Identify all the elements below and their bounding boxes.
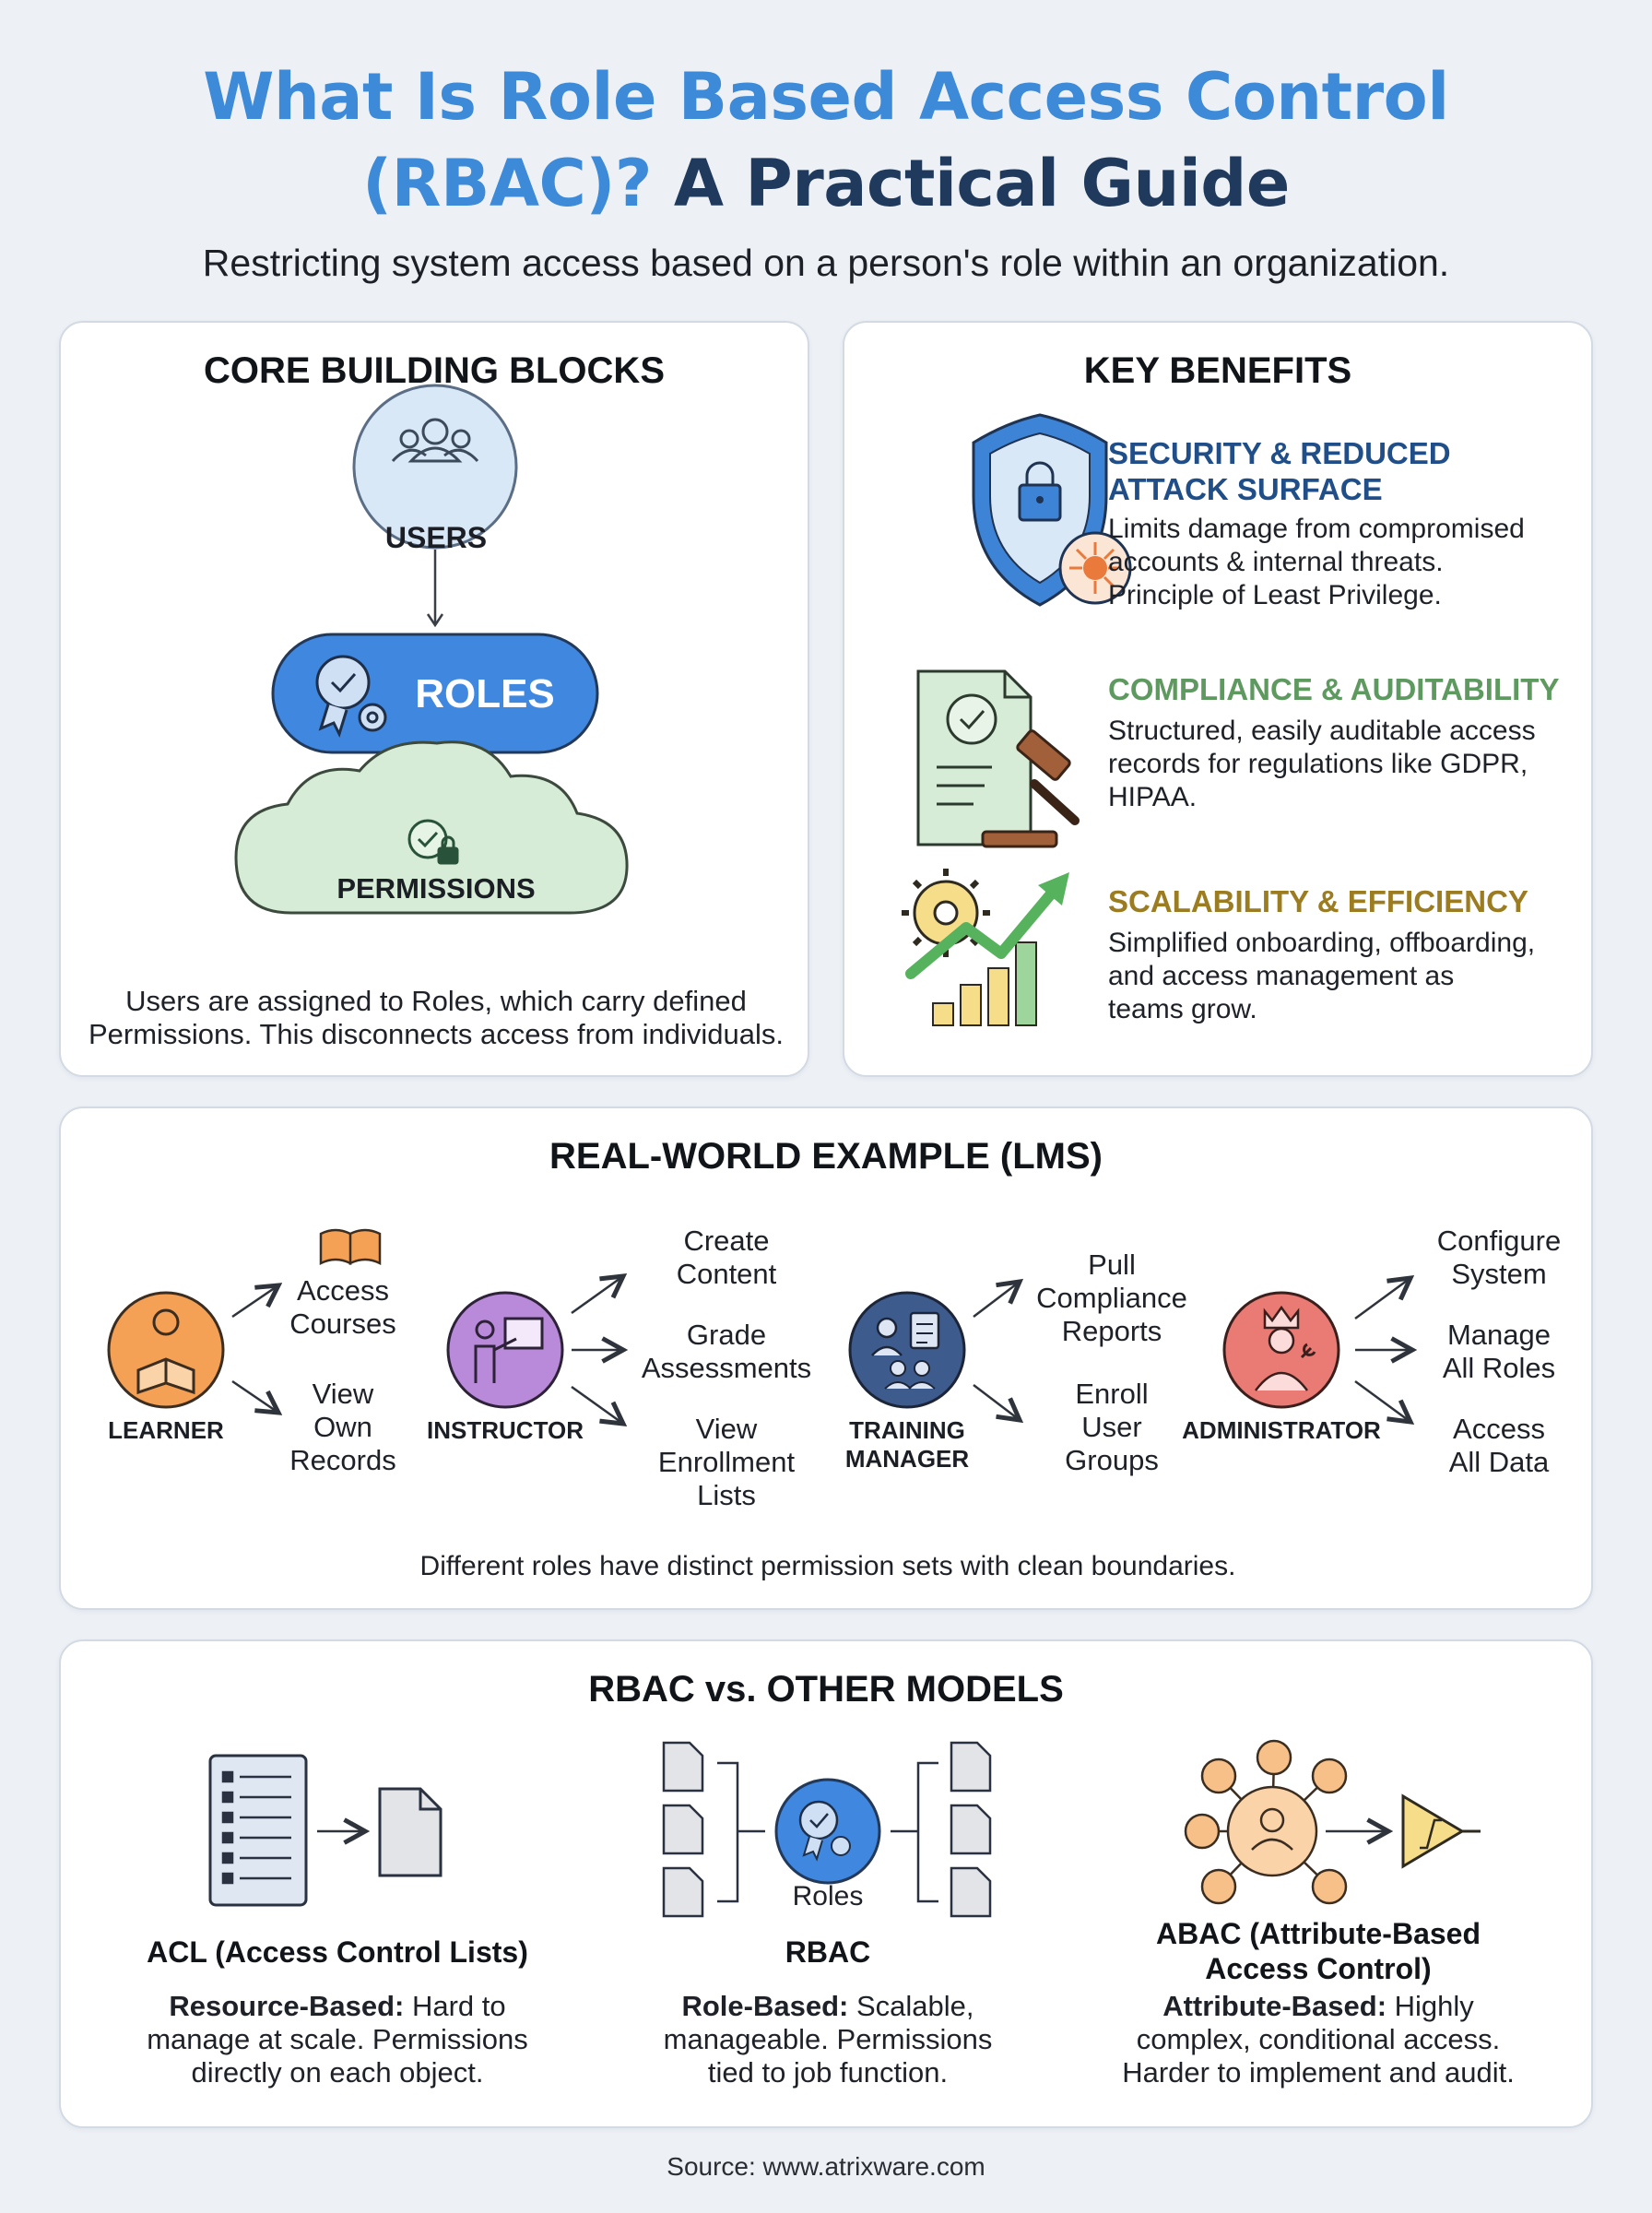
models-title: RBAC vs. OTHER MODELS	[588, 1669, 1064, 1710]
title-line-1: What Is Role Based Access Control	[203, 59, 1449, 135]
model-abac-text: Attribute-Based: Highly complex, conditi…	[1122, 1990, 1515, 2089]
badge-gear-icon	[774, 1778, 881, 1885]
model-acl: ACL (Access Control Lists) Resource-Base…	[98, 1935, 577, 2089]
book-icon	[319, 1228, 382, 1266]
key-benefits-card: KEY BENEFITS	[843, 321, 1593, 1077]
perm-manage-all-roles: Manage All Roles	[1442, 1319, 1556, 1384]
rbac-files-left	[662, 1741, 704, 1918]
models-card: RBAC vs. OTHER MODELS	[59, 1639, 1593, 2128]
model-rbac-heading: RBAC	[785, 1935, 871, 1969]
perm-access-courses: Access Courses	[289, 1274, 396, 1340]
model-acl-text: Resource-Based: Hard to manage at scale.…	[147, 1990, 528, 2089]
rbac-roles-label: Roles	[792, 1881, 864, 1911]
benefit-scalability-text: Simplified onboarding, offboarding, and …	[1108, 928, 1536, 1024]
person-whiteboard-icon	[446, 1291, 564, 1409]
key-benefits-title: KEY BENEFITS	[1083, 350, 1352, 391]
attribute-network-icon	[1184, 1739, 1348, 1905]
page-title: What Is Role Based Access Control (RBAC)…	[0, 53, 1652, 227]
model-abac: ABAC (Attribute-Based Access Control) At…	[1079, 1916, 1558, 2089]
benefit-compliance-text: Structured, easily auditable access reco…	[1108, 716, 1536, 812]
lms-example-card: REAL-WORLD EXAMPLE (LMS)	[59, 1106, 1593, 1610]
perm-access-all-data: Access All Data	[1448, 1413, 1550, 1478]
perm-view-enrollment-lists: View Enrollment Lists	[657, 1413, 796, 1511]
roles-node-label: ROLES	[415, 671, 555, 716]
building-blocks-caption: Users are assigned to Roles, which carry…	[88, 985, 785, 1050]
badge-gear-icon	[315, 655, 387, 739]
model-rbac: RBAC Role-Based: Scalable, manageable. P…	[588, 1935, 1068, 2089]
shield-lock-icon	[972, 413, 1132, 607]
list-document-icon	[208, 1754, 308, 1907]
person-reading-icon	[107, 1291, 225, 1409]
rbac-files-right	[950, 1741, 992, 1918]
file-icon	[378, 1787, 442, 1877]
perm-view-own-records: View Own Records	[289, 1378, 396, 1476]
title-line-2: (RBAC)? A Practical Guide	[362, 146, 1290, 221]
benefit-scalability: SCALABILITY & EFFICIENCY Simplified onbo…	[1108, 883, 1587, 1026]
model-abac-heading: ABAC (Attribute-Based Access Control)	[1156, 1917, 1481, 1985]
model-rbac-text: Role-Based: Scalable, manageable. Permis…	[663, 1990, 993, 2089]
lms-example-caption: Different roles have distinct permission…	[419, 1551, 1236, 1581]
lms-example-title: REAL-WORLD EXAMPLE (LMS)	[549, 1136, 1103, 1177]
benefits-icons	[902, 413, 1132, 1026]
benefit-scalability-heading: SCALABILITY & EFFICIENCY	[1108, 884, 1528, 918]
benefit-security-heading: SECURITY & REDUCED ATTACK SURFACE	[1108, 436, 1451, 506]
lms-example-diagram	[107, 1228, 1595, 1612]
perm-enroll-user-groups: Enroll User Groups	[1065, 1378, 1159, 1476]
model-acl-heading: ACL (Access Control Lists)	[147, 1935, 528, 1969]
users-group-icon	[391, 418, 479, 463]
building-blocks-diagram	[234, 384, 629, 915]
role-instructor-label: INSTRUCTOR	[427, 1416, 584, 1444]
building-blocks-card: CORE BUILDING BLOCKS	[59, 321, 809, 1077]
users-node-label: USERS	[384, 521, 488, 554]
page-subtitle: Restricting system access based on a per…	[202, 242, 1450, 284]
perm-configure-system: Configure System	[1436, 1225, 1562, 1290]
conditional-gate-icon	[1401, 1793, 1481, 1869]
role-manager-label: TRAINING MANAGER	[844, 1416, 970, 1473]
permissions-node-label: PERMISSIONS	[336, 872, 536, 905]
manager-team-icon	[848, 1291, 966, 1409]
role-administrator-label: ADMINISTRATOR	[1182, 1416, 1381, 1444]
benefit-security-text: Limits damage from compromised accounts …	[1108, 514, 1525, 610]
role-learner-label: LEARNER	[108, 1416, 224, 1444]
perm-grade-assessments: Grade Assessments	[641, 1319, 812, 1384]
gear-growth-chart-icon	[902, 869, 1069, 1026]
admin-wrench-icon	[1222, 1291, 1340, 1409]
perm-pull-compliance-reports: Pull Compliance Reports	[1036, 1249, 1187, 1347]
benefit-compliance: COMPLIANCE & AUDITABILITY Structured, ea…	[1108, 671, 1587, 814]
source-credit: Source: www.atrixware.com	[667, 2152, 985, 2181]
benefit-security: SECURITY & REDUCED ATTACK SURFACE Limits…	[1108, 435, 1569, 612]
document-gavel-icon	[916, 669, 1080, 848]
perm-create-content: Create Content	[676, 1225, 777, 1290]
check-lock-icon	[407, 819, 459, 865]
benefit-compliance-heading: COMPLIANCE & AUDITABILITY	[1108, 672, 1560, 706]
models-diagram	[208, 1739, 1481, 1918]
